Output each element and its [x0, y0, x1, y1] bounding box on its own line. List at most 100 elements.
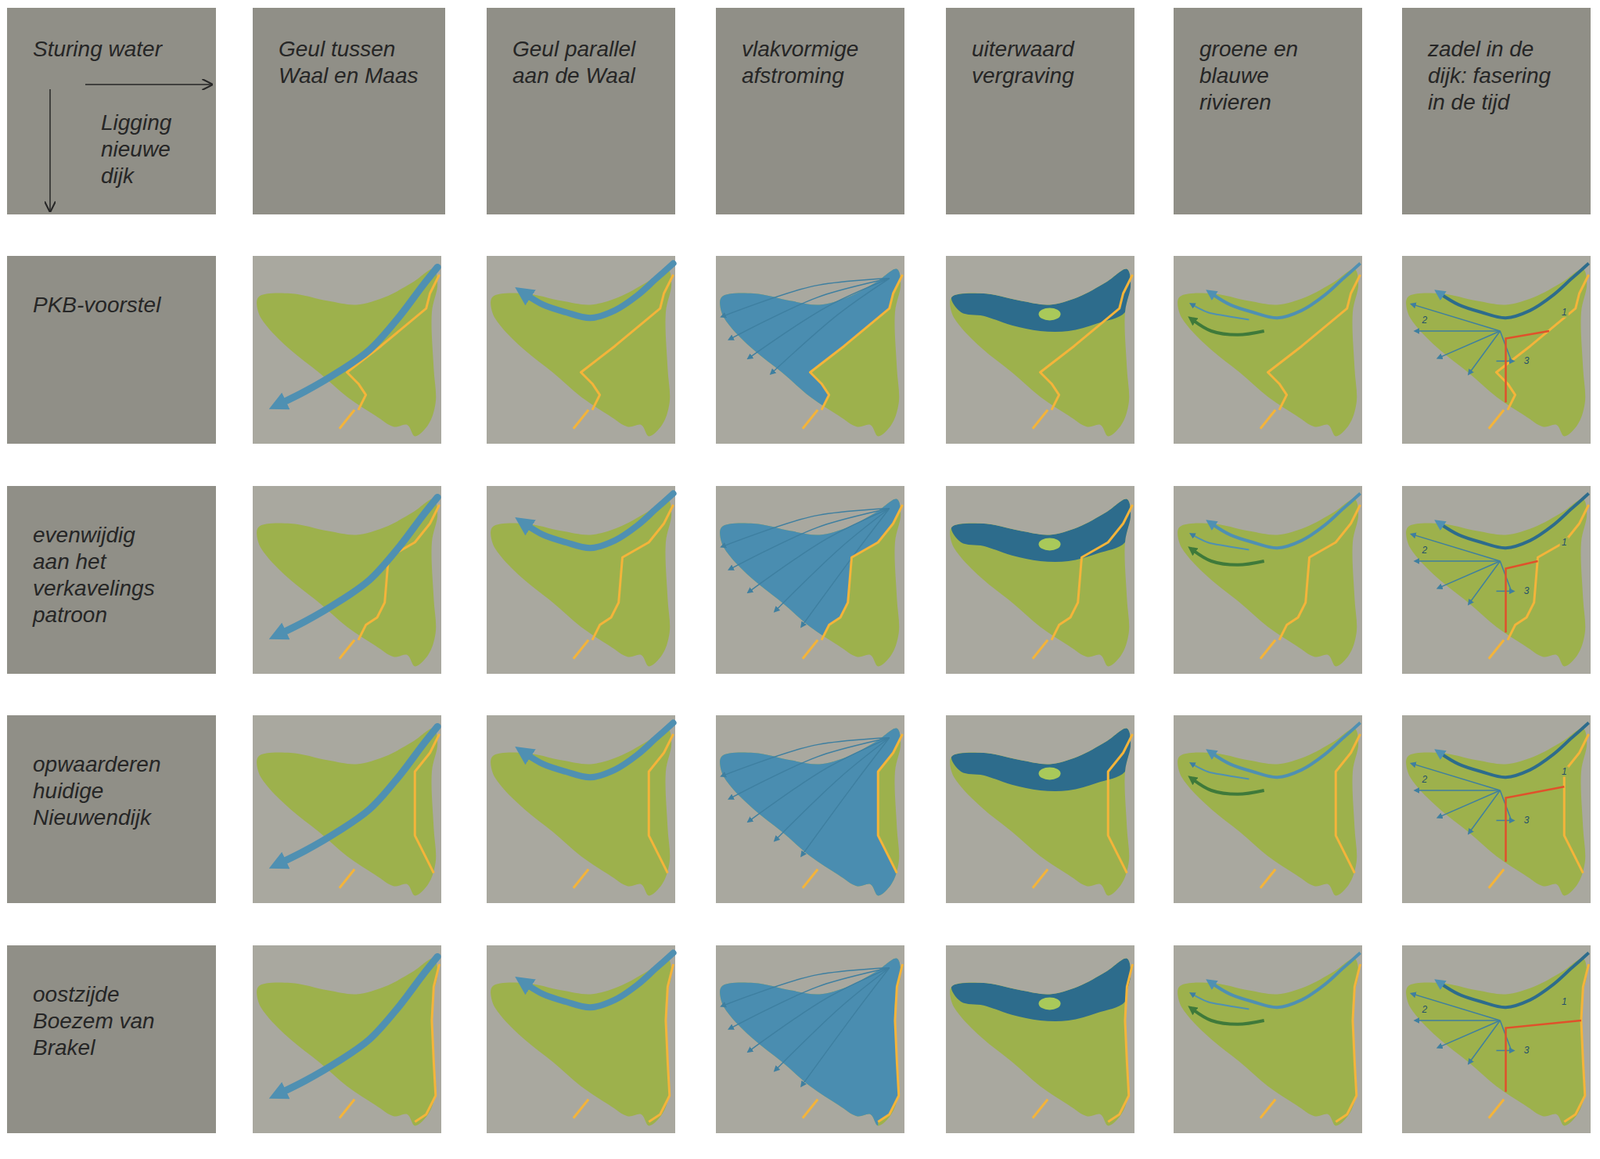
- land-shape: [949, 269, 1131, 437]
- overflow-arrow: [1413, 763, 1500, 791]
- thumbnail-ground: [252, 255, 442, 444]
- land-shape: [1177, 499, 1359, 667]
- dike-line: [1260, 1099, 1276, 1119]
- callout-number: 2: [1420, 544, 1430, 555]
- land-shape: [949, 499, 1131, 667]
- axis-arrow: [85, 83, 213, 86]
- row-header: opwaarderen huidige Nieuwendijk: [7, 715, 216, 903]
- map-thumbnail: [1173, 715, 1363, 903]
- flood-area: [697, 696, 924, 922]
- map-thumbnail: [1402, 255, 1591, 444]
- overflow-arrow: [1416, 789, 1500, 792]
- callout-number: 1: [1560, 537, 1569, 548]
- blue-river: [1211, 263, 1360, 319]
- channel-arrow: [279, 726, 438, 863]
- thumbnail-ground: [1173, 715, 1363, 903]
- land-shape: [1405, 269, 1587, 437]
- dike-line: [1051, 504, 1133, 640]
- dike-line: [802, 409, 818, 429]
- dike-line: [573, 869, 589, 889]
- dike-line: [339, 640, 355, 659]
- dike-line: [1032, 869, 1048, 889]
- header-text: evenwijdig aan het verkavelings patroon: [32, 521, 174, 629]
- axis-key-box: Sturing waterLigging nieuwe dijk: [7, 7, 216, 215]
- map-thumbnail: [1173, 945, 1363, 1133]
- side-channel: [1192, 534, 1249, 550]
- flow-line: [776, 737, 890, 840]
- channel-arrow: [524, 263, 673, 319]
- river: [1439, 493, 1589, 549]
- callout-number: 2: [1420, 1003, 1430, 1014]
- column-header: zadel in de dijk: fasering in de tijd: [1402, 7, 1591, 215]
- dike-line: [573, 640, 589, 659]
- row-header: PKB-voorstel: [7, 255, 216, 444]
- dike-line: [1564, 963, 1589, 1122]
- flood-area: [697, 237, 924, 463]
- dike-line: [339, 1099, 355, 1119]
- dike-line: [1260, 640, 1276, 659]
- row-header: oostzijde Boezem van Brakel: [7, 945, 216, 1133]
- overflow-arrow: [1416, 330, 1500, 332]
- saddle-outline: [1506, 560, 1539, 633]
- dike-line: [1488, 640, 1504, 659]
- flow-line: [730, 737, 889, 799]
- river: [1439, 952, 1589, 1008]
- side-channel: [1192, 763, 1249, 779]
- overflow-arrow: [1496, 360, 1512, 363]
- channel-arrow: [279, 496, 438, 634]
- flow-line: [730, 967, 889, 1029]
- dike-line: [802, 640, 818, 659]
- flow-line: [776, 508, 890, 611]
- saddle-outline: [1506, 330, 1550, 403]
- dike-line: [347, 274, 440, 410]
- channel-arrow: [279, 956, 438, 1094]
- saddle-outline: [1506, 1020, 1582, 1092]
- dike-line: [810, 274, 903, 410]
- map-thumbnail: [1402, 945, 1591, 1133]
- thumbnail-ground: [1173, 485, 1363, 674]
- dike-line: [802, 1099, 818, 1119]
- thumbnail-ground: [945, 945, 1135, 1133]
- land-shape: [256, 499, 438, 667]
- dike-line: [1496, 274, 1590, 410]
- map-thumbnail: [486, 715, 676, 903]
- map-thumbnail: [486, 255, 676, 444]
- dike-line: [1032, 1099, 1048, 1119]
- dike-line: [573, 1099, 589, 1119]
- map-thumbnail: [486, 485, 676, 674]
- map-thumbnail: [1402, 485, 1591, 674]
- overflow-arrow: [1496, 819, 1512, 822]
- island: [1039, 766, 1061, 780]
- dike-line: [1107, 963, 1133, 1122]
- channel-arrow: [524, 493, 673, 549]
- thumbnail-ground: [486, 255, 676, 444]
- side-channel: [1192, 993, 1249, 1009]
- land-shape: [256, 958, 438, 1126]
- header-text: opwaarderen huidige Nieuwendijk: [32, 751, 190, 831]
- land-shape: [1177, 269, 1359, 437]
- dike-line: [802, 869, 818, 889]
- land-shape: [490, 728, 672, 896]
- map-thumbnail: [252, 255, 442, 444]
- dike-line: [1032, 409, 1048, 429]
- dike-line: [1279, 504, 1361, 640]
- column-header: Geul parallel aan de Waal: [486, 7, 676, 215]
- flow-line: [776, 967, 890, 1070]
- thumbnail-ground: [1173, 945, 1363, 1133]
- header-text: groene en blauwe rivieren: [1199, 35, 1341, 116]
- channel-arrow: [279, 266, 438, 404]
- axis-arrow: [49, 89, 51, 212]
- thumbnail-ground: [252, 485, 442, 674]
- map-thumbnail: [945, 945, 1135, 1133]
- land-shape: [1405, 958, 1587, 1126]
- river: [1439, 722, 1589, 778]
- overflow-arrow: [1496, 1049, 1512, 1052]
- header-text: zadel in de dijk: fasering in de tijd: [1427, 35, 1569, 116]
- map-thumbnail: [697, 467, 924, 693]
- floodplain-excavation: [951, 958, 1131, 1022]
- river: [1439, 263, 1589, 319]
- dike-line: [648, 963, 673, 1122]
- map-thumbnail: [1173, 485, 1363, 674]
- callout-number: 1: [1560, 766, 1569, 777]
- flow-line: [772, 278, 889, 373]
